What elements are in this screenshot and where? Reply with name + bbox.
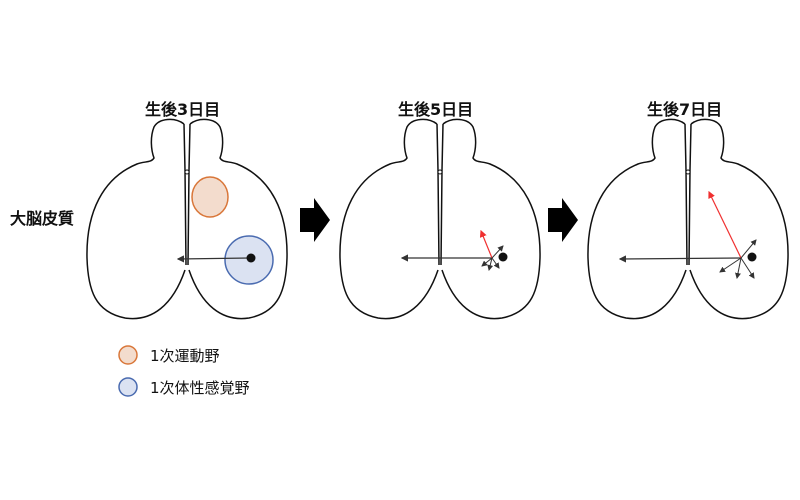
legend-label-motor: 1次運動野 [150,347,220,365]
panel-title-day3: 生後3日目 [145,100,221,119]
axon-arrow [176,255,251,263]
brain-day5 [340,119,540,318]
neuron-soma [498,252,508,262]
legend-swatch-motor [118,345,138,365]
right-arrow-icon [300,198,330,242]
panel-title-day5: 生後5日目 [398,100,474,119]
cortex-label: 大脳皮質 [10,209,75,228]
motor-cortex-area [191,176,229,218]
neuron-soma [747,252,757,262]
right-arrow-icon [548,198,578,242]
panel-title-day7: 生後7日目 [647,100,723,119]
neuron-soma [246,253,256,263]
legend-label-somatosensory: 1次体性感覚野 [150,379,250,397]
legend-swatch-somatosensory [118,377,138,397]
brain-day7 [588,119,788,318]
brain-day3 [87,119,287,318]
